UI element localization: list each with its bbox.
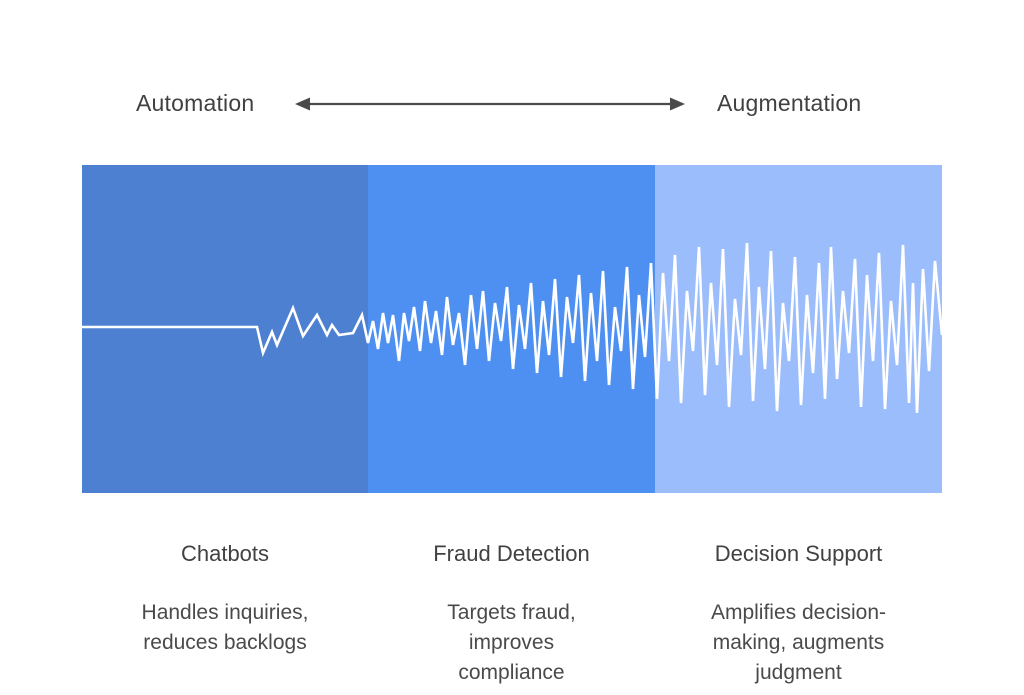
panel-description: Handles inquiries, reduces backlogs bbox=[141, 601, 309, 654]
panel-fraud-detection bbox=[368, 165, 655, 493]
panel-title: Decision Support bbox=[714, 541, 883, 566]
label-column-chatbots: Chatbots Handles inquiries, reduces back… bbox=[82, 541, 368, 658]
spectrum-band bbox=[82, 165, 942, 493]
panel-title: Chatbots bbox=[180, 541, 270, 566]
panel-chatbots bbox=[82, 165, 368, 493]
panel-description: Targets fraud, improves compliance bbox=[447, 601, 576, 684]
double-arrow-icon bbox=[295, 97, 685, 111]
augmentation-label: Augmentation bbox=[717, 90, 862, 116]
panel-title: Fraud Detection bbox=[433, 541, 590, 566]
automation-label: Automation bbox=[136, 90, 255, 116]
panel-description: Amplifies decision-making, augments judg… bbox=[710, 601, 887, 684]
label-column-decision-support: Decision Support Amplifies decision-maki… bbox=[655, 541, 942, 688]
panel-decision-support bbox=[655, 165, 942, 493]
label-column-fraud-detection: Fraud Detection Targets fraud, improves … bbox=[368, 541, 655, 688]
